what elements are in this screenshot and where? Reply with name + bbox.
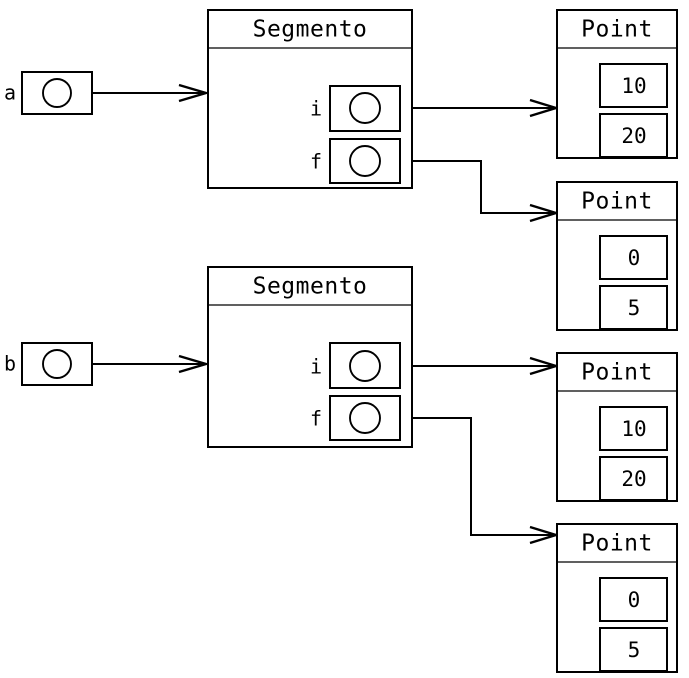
point-1-class-title: Point [581, 17, 653, 43]
point-3-class-title: Point [581, 360, 653, 386]
variable-b[interactable]: b [4, 342, 93, 386]
point-3-value-y: 20 [621, 467, 646, 491]
segmento-1-field-f[interactable]: f [310, 138, 401, 184]
point-2-value-box-y [599, 285, 668, 330]
segmento-1-class-title: Segmento [253, 17, 368, 43]
variable-a-label: a [4, 81, 16, 105]
point-4-value-y: 5 [628, 638, 641, 662]
segmento-2-field-i-label: i [310, 355, 322, 379]
point-1-value-x: 10 [621, 74, 646, 98]
segmento-1-field-i[interactable]: i [310, 85, 401, 132]
point-2-value-x: 0 [628, 246, 641, 270]
segmento-1-field-i-reference-dot [349, 92, 381, 124]
point-1-value-box-y [599, 113, 668, 158]
point-2-object[interactable]: Point 0 5 [556, 181, 678, 331]
segmento-2-field-f-reference-dot [349, 402, 381, 434]
segmento-2-field-i[interactable]: i [310, 342, 401, 389]
point-4-value-x: 0 [628, 588, 641, 612]
segmento-1-field-f-reference-dot [349, 145, 381, 177]
point-4-value-box-y [599, 627, 668, 672]
point-3-object[interactable]: Point 10 20 [556, 352, 678, 502]
point-1-object[interactable]: Point 10 20 [556, 9, 678, 159]
variable-b-label: b [4, 352, 16, 376]
variable-a-reference-dot [42, 78, 72, 108]
point-3-value-x: 10 [621, 417, 646, 441]
segmento-2-object[interactable]: Segmento i f [207, 266, 413, 448]
segmento-2-field-f-label: f [310, 407, 322, 431]
point-1-value-box-x [599, 63, 668, 108]
point-4-object[interactable]: Point 0 5 [556, 523, 678, 673]
segmento-2-field-i-reference-dot [349, 350, 381, 382]
point-4-value-box-x [599, 577, 668, 622]
segmento-1-field-i-label: i [310, 97, 322, 121]
point-4-class-title: Point [581, 531, 653, 557]
segmento-1-object[interactable]: Segmento i f [207, 9, 413, 189]
variable-b-reference-dot [42, 349, 72, 379]
point-2-value-box-x [599, 235, 668, 280]
point-3-value-box-y [599, 456, 668, 501]
point-3-value-box-x [599, 406, 668, 451]
segmento-2-class-title: Segmento [253, 274, 368, 300]
segmento-1-field-f-label: f [310, 150, 322, 174]
variable-a[interactable]: a [4, 71, 93, 115]
point-2-value-y: 5 [628, 296, 641, 320]
segmento-2-field-f[interactable]: f [310, 395, 401, 441]
point-1-value-y: 20 [621, 124, 646, 148]
point-2-class-title: Point [581, 189, 653, 215]
